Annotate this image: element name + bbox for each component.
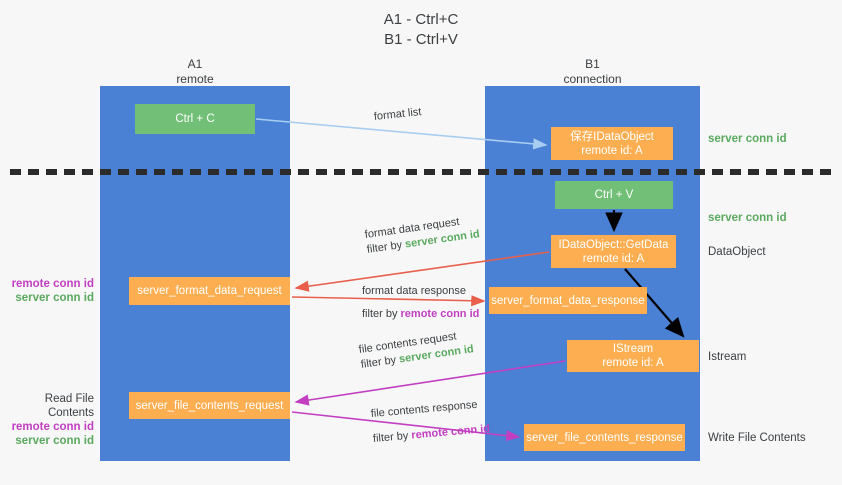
diagram-title: A1 - Ctrl+C B1 - Ctrl+V — [383, 11, 459, 48]
edge-label-file-contents-request: file contents request filter by server c… — [358, 327, 475, 373]
filter-key: remote conn id — [400, 308, 480, 320]
label-remote-conn-id: remote conn id — [11, 278, 94, 290]
label-server-conn-id-mid: server conn id — [708, 212, 787, 224]
label-server-conn-id: server conn id — [15, 292, 94, 304]
edge-label-format-list: format list — [373, 105, 422, 125]
edge-label-line1: format list — [373, 106, 423, 123]
box-idataobject-getdata[interactable]: IDataObject::GetData remote id: A — [551, 235, 676, 268]
label-read-file-contents: Read File Contents — [44, 393, 94, 419]
label-dataobject: DataObject — [708, 246, 766, 258]
phase-separator-dashed-line — [10, 169, 832, 175]
box-server-format-data-response[interactable]: server_format_data_response — [489, 287, 647, 314]
lane-header-a1: A1 remote — [176, 57, 214, 86]
box-save-idataobject[interactable]: 保存IDataObject remote id: A — [551, 127, 673, 160]
edge-label-file-contents-response: file contents response filter by remote … — [370, 397, 490, 447]
filter-key: remote conn id — [410, 422, 491, 442]
label-write-file-contents: Write File Contents — [708, 432, 806, 444]
filter-prefix: filter by — [366, 238, 406, 256]
label-remote-conn-id: remote conn id — [11, 421, 94, 433]
edge-label-line2: filter by remote conn id — [372, 422, 491, 447]
filter-prefix: filter by — [360, 353, 400, 371]
box-server-file-contents-response[interactable]: server_file_contents_response — [524, 424, 685, 451]
box-istream[interactable]: IStream remote id: A — [567, 340, 699, 372]
edge-label-format-data-request: format data request filter by server con… — [364, 212, 481, 258]
label-server-conn-id-top: server conn id — [708, 133, 787, 145]
box-server-file-contents-request[interactable]: server_file_contents_request — [129, 392, 290, 419]
edge-label-line1: file contents response — [370, 398, 478, 421]
box-server-format-data-request[interactable]: server_format_data_request — [129, 277, 290, 305]
edge-label-line2: filter by remote conn id — [362, 307, 479, 322]
label-istream: Istream — [708, 351, 747, 363]
edge-label-format-data-response: format data response filter by remote co… — [362, 284, 479, 322]
filter-prefix: filter by — [362, 308, 401, 320]
label-server-conn-id: server conn id — [15, 435, 94, 447]
label-conn-ids-format-data: remote conn id server conn id — [2, 277, 94, 305]
box-ctrl-c[interactable]: Ctrl + C — [135, 104, 255, 134]
lane-header-b1: B1 connection — [563, 57, 622, 86]
label-conn-ids-file-contents: Read File Contents remote conn id server… — [2, 392, 94, 448]
edge-label-line1: format data response — [362, 285, 466, 297]
filter-prefix: filter by — [372, 429, 412, 445]
box-ctrl-v[interactable]: Ctrl + V — [555, 181, 673, 209]
